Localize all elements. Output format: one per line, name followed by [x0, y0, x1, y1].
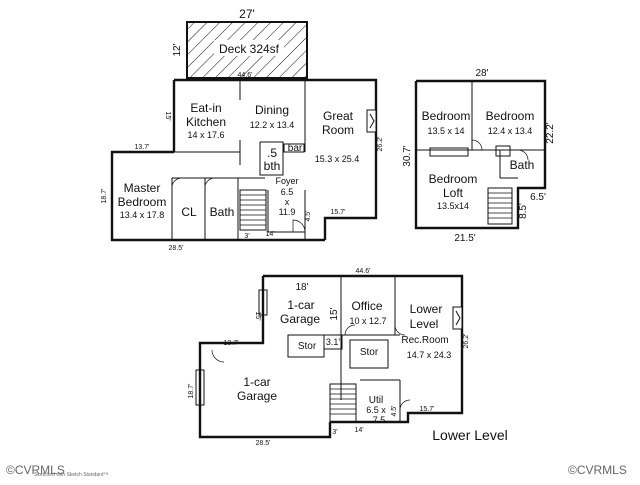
deck-depth-dim: 12'	[172, 43, 183, 56]
garage2-name2: Garage	[237, 389, 277, 403]
foyer-name: Foyer	[275, 176, 298, 186]
garage1-name1: 1-car	[287, 298, 314, 312]
watermark-left-small: Sketched with Sketch Standard™	[34, 472, 109, 478]
lower-dim-15-7: 15.7'	[420, 406, 435, 413]
lower-stairs	[329, 383, 357, 423]
dim-14: 14'	[265, 231, 274, 238]
dim-4-5: 4.5'	[305, 210, 312, 221]
stor1-label: Stor	[298, 341, 317, 352]
garage1-name2: Garage	[280, 312, 320, 326]
dim-13-7: 13.7'	[135, 144, 150, 151]
stor2-label: Stor	[360, 347, 379, 358]
upper-dim-top: 28'	[475, 68, 488, 79]
lower-dim-14: 14'	[354, 427, 363, 434]
util-size1: 6.5 x	[366, 405, 386, 415]
util-name: Util	[369, 395, 383, 406]
closet-label: CL	[181, 205, 197, 219]
upper-level-plan: Bedroom 13.5 x 14 Bedroom 12.4 x 13.4 Ba…	[402, 68, 556, 244]
upper-bath-label: Bath	[510, 158, 535, 172]
upper-bedroom1-name: Bedroom	[422, 109, 471, 123]
loft-name2: Loft	[443, 186, 464, 200]
rec-room-name2: Level	[410, 317, 439, 331]
upper-dim-6-5: 6.5'	[530, 192, 546, 203]
lower-dim-18-7: 18.7'	[188, 384, 195, 399]
great-room-name2: Room	[322, 123, 354, 137]
master-bedroom-name1: Master	[124, 181, 161, 195]
dining-size: 12.2 x 13.4	[250, 120, 295, 130]
half-bath-name2: bth	[264, 159, 281, 173]
office-size: 10 x 12.7	[349, 316, 386, 326]
upper-dim-8-5: 8.5'	[518, 203, 529, 219]
lower-dim-26-2: 26.2'	[463, 334, 470, 349]
main-level-plan: Deck 324sf 27' 12'	[101, 7, 384, 252]
eatin-kitchen-name2: Kitchen	[186, 115, 226, 129]
great-room-size: 15.3 x 25.4	[315, 154, 360, 164]
deck-width-dim: 27'	[239, 7, 255, 21]
half-bath-name1: .5	[267, 146, 277, 160]
dining-name: Dining	[255, 103, 289, 117]
dim-28-5: 28.5'	[169, 245, 184, 252]
loft-name1: Bedroom	[429, 172, 478, 186]
bar	[283, 143, 305, 153]
bar-label: bar	[288, 143, 303, 154]
dim-18-7: 18.7'	[101, 189, 108, 204]
foyer-size1: 6.5	[281, 187, 294, 197]
upper-bedroom1-size: 13.5 x 14	[427, 126, 464, 136]
rec-room-name1: Lower	[410, 302, 443, 316]
lower-level-title: Lower Level	[432, 427, 508, 443]
dim-3: 3'	[244, 233, 249, 240]
lower-dim-28-5: 28.5'	[256, 440, 271, 447]
watermark-left: ©CVRMLS	[6, 463, 65, 477]
eatin-kitchen-name1: Eat-in	[190, 101, 221, 115]
upper-dim-right: 22.2'	[545, 122, 556, 143]
great-room-name1: Great	[323, 109, 354, 123]
dim-15-7: 15.7'	[331, 209, 346, 216]
upper-dim-bottom: 21.5'	[454, 233, 475, 244]
lower-dim-3-1: 3.1'	[326, 337, 341, 347]
master-bedroom-size: 13.4 x 17.8	[120, 210, 165, 220]
lower-level-plan: 1-car Garage 1-car Garage Office 10 x 12…	[188, 268, 508, 447]
watermark-right: ©CVRMLS	[568, 463, 627, 477]
lower-dim-15: 15'	[254, 311, 261, 320]
lower-dim-44-6: 44.6'	[356, 268, 371, 275]
upper-stairs	[487, 187, 513, 225]
dim-15: 15'	[164, 111, 171, 120]
lower-dim-15b: 15'	[329, 307, 340, 320]
upper-dim-left: 30.7'	[402, 145, 413, 166]
lower-dim-13-7: 13.7'	[224, 340, 239, 347]
stairs	[239, 189, 267, 231]
rec-room-name3: Rec.Room	[401, 335, 448, 346]
master-bath-label: Bath	[210, 205, 235, 219]
upper-bedroom2-size: 12.4 x 13.4	[488, 126, 533, 136]
eatin-kitchen-size: 14 x 17.6	[187, 130, 224, 140]
garage2-name1: 1-car	[243, 375, 270, 389]
lower-dim-3: 3'	[332, 429, 337, 436]
office-name: Office	[351, 299, 382, 313]
master-bedroom-name2: Bedroom	[118, 195, 167, 209]
deck-label: Deck 324sf	[219, 42, 280, 56]
lower-dim-4-5: 4.5'	[391, 405, 398, 416]
foyer-size2: x	[285, 197, 290, 207]
util-size2: 7.5	[373, 415, 386, 425]
foyer-size3: 11.9	[279, 207, 296, 217]
upper-bedroom2-name: Bedroom	[486, 109, 535, 123]
dim-44-6: 44.6'	[238, 72, 253, 79]
loft-size: 13.5x14	[437, 201, 469, 211]
lower-fireplace	[452, 306, 463, 330]
fireplace	[366, 109, 377, 133]
dim-26-2: 26.2'	[377, 137, 384, 152]
lower-dim-18: 18'	[295, 282, 308, 293]
rec-room-size: 14.7 x 24.3	[407, 350, 452, 360]
